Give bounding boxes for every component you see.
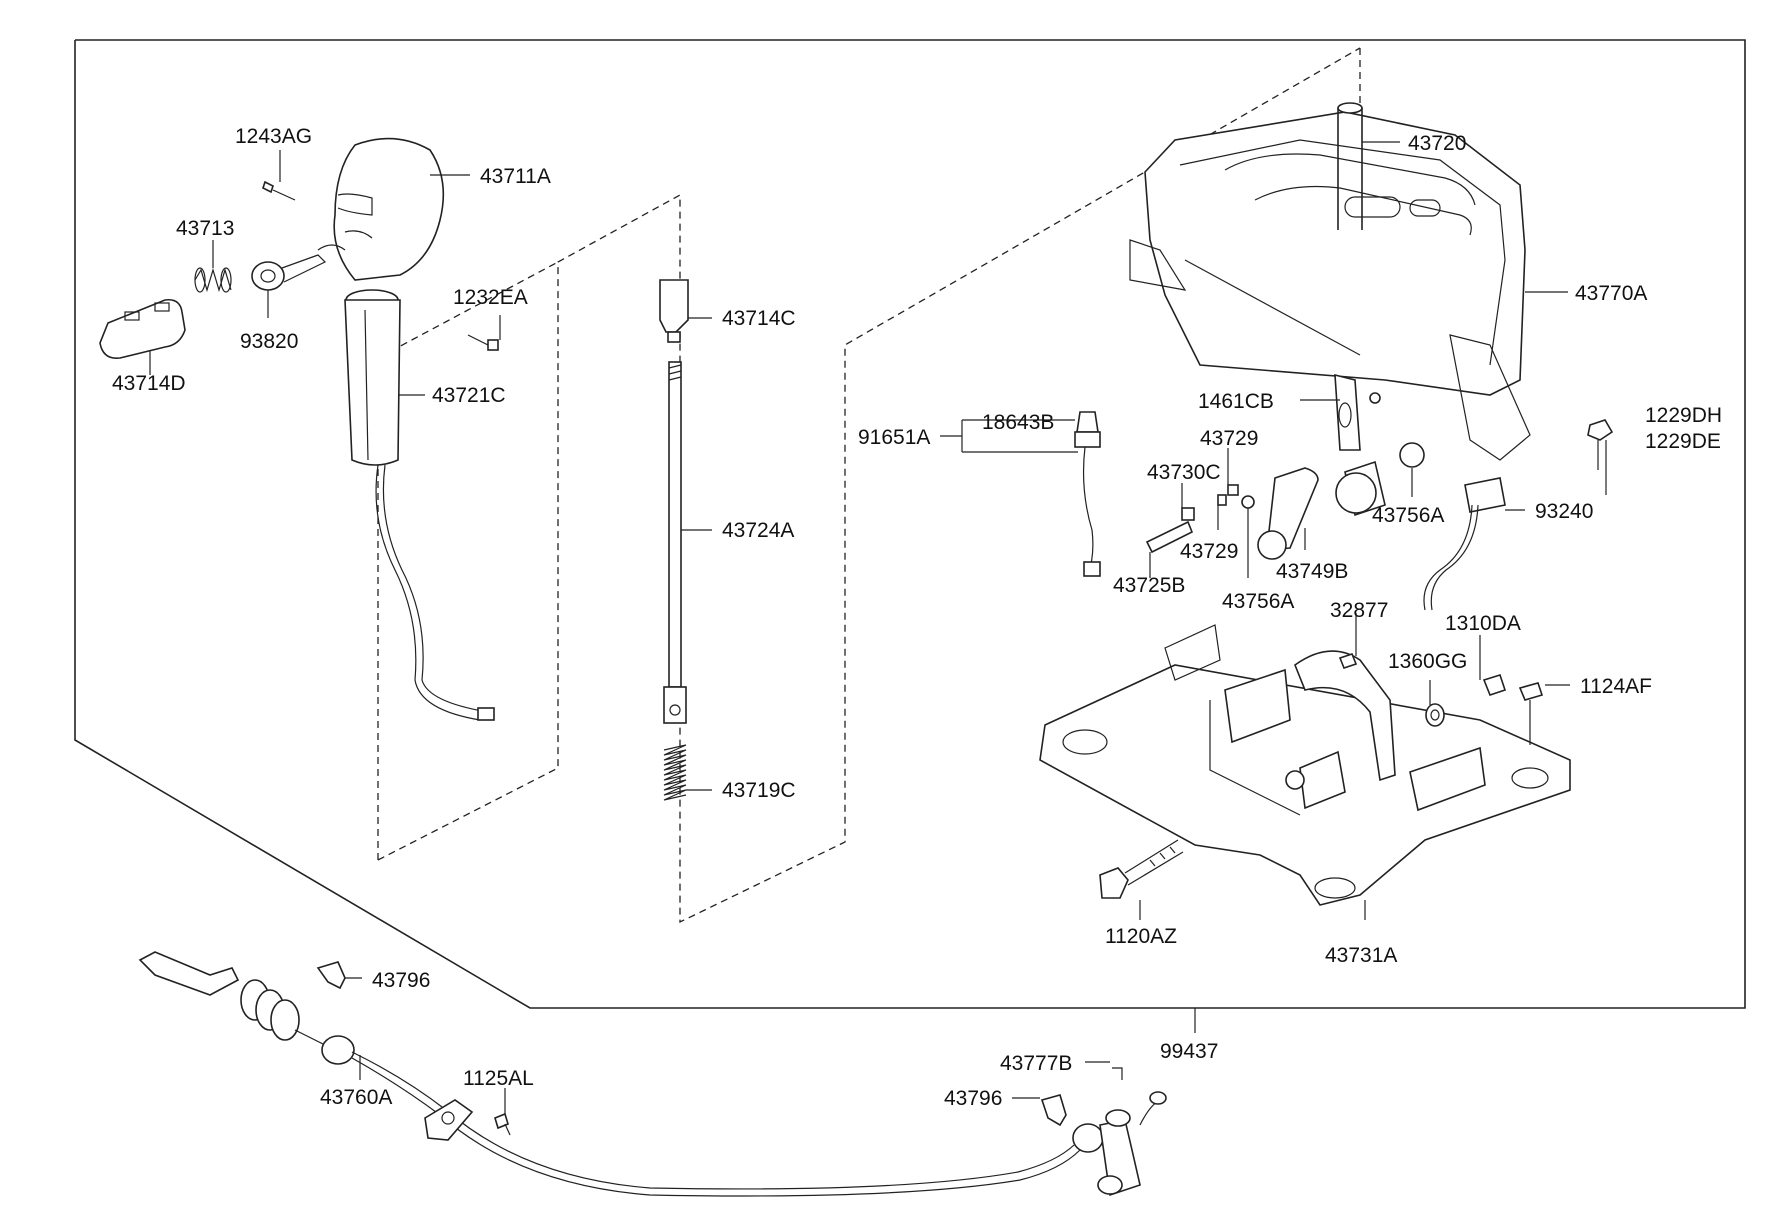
label-1124AF: 1124AF bbox=[1580, 675, 1652, 698]
lever-rod bbox=[663, 361, 687, 724]
label-93240: 93240 bbox=[1535, 500, 1593, 523]
label-43719C: 43719C bbox=[722, 779, 796, 802]
label-43796-b: 43796 bbox=[944, 1087, 1002, 1110]
label-43721C: 43721C bbox=[432, 384, 506, 407]
label-32877: 32877 bbox=[1330, 599, 1388, 622]
label-43749B: 43749B bbox=[1276, 560, 1348, 583]
label-43711A: 43711A bbox=[480, 165, 551, 188]
label-43777B: 43777B bbox=[1000, 1052, 1072, 1075]
label-43796-a: 43796 bbox=[372, 969, 430, 992]
lever-boot bbox=[344, 299, 401, 466]
label-43770A: 43770A bbox=[1575, 282, 1647, 305]
label-43725B: 43725B bbox=[1113, 574, 1185, 597]
housing-latch bbox=[1334, 373, 1381, 451]
screw-1243AG bbox=[262, 180, 296, 201]
knob-button bbox=[99, 298, 186, 360]
rod-tip bbox=[659, 279, 689, 343]
bushing-pins bbox=[1145, 442, 1425, 560]
label-43713: 43713 bbox=[176, 217, 234, 240]
bolt-1229 bbox=[1587, 419, 1614, 470]
small-fasteners bbox=[1338, 653, 1544, 745]
label-43714D: 43714D bbox=[112, 372, 186, 395]
label-43720: 43720 bbox=[1408, 132, 1466, 155]
screw-1232EA bbox=[467, 334, 499, 351]
label-1120AZ: 1120AZ bbox=[1105, 925, 1177, 948]
shift-lock-switch bbox=[1423, 477, 1506, 611]
label-43729-b: 43729 bbox=[1180, 540, 1238, 563]
label-43756A-a: 43756A bbox=[1372, 504, 1444, 527]
dashed-outlines bbox=[377, 47, 1361, 924]
label-43714C: 43714C bbox=[722, 307, 796, 330]
label-99437: 99437 bbox=[1160, 1040, 1218, 1063]
label-93820: 93820 bbox=[240, 330, 298, 353]
knob-spring bbox=[194, 267, 232, 293]
rod-spring bbox=[663, 744, 687, 801]
shift-cable bbox=[138, 951, 1167, 1197]
label-91651A: 91651A bbox=[858, 426, 930, 449]
label-1461CB: 1461CB bbox=[1198, 390, 1274, 413]
label-1229DH: 1229DH bbox=[1645, 404, 1722, 427]
base-bracket bbox=[1039, 624, 1571, 906]
label-1125AL: 1125AL bbox=[463, 1067, 534, 1090]
indicator-bulb bbox=[1074, 411, 1101, 577]
label-43730C: 43730C bbox=[1147, 461, 1221, 484]
part-labels: 1243AG 43711A 43713 1232EA 93820 43714D … bbox=[112, 125, 1722, 1110]
label-1232EA: 1232EA bbox=[453, 286, 528, 309]
label-43731A: 43731A bbox=[1325, 944, 1397, 967]
label-1229DE: 1229DE bbox=[1645, 430, 1721, 453]
select-shaft bbox=[1337, 102, 1363, 230]
bolt-1120AZ bbox=[1099, 839, 1184, 899]
assembly-outline bbox=[74, 39, 1746, 1009]
knob-wire bbox=[375, 464, 495, 721]
knob-lock-pin bbox=[251, 244, 346, 291]
indicator-housing bbox=[1129, 111, 1531, 461]
shift-knob bbox=[333, 137, 445, 311]
label-18643B: 18643B bbox=[982, 411, 1054, 434]
label-43756A-b: 43756A bbox=[1222, 590, 1294, 613]
label-43729-a: 43729 bbox=[1200, 427, 1258, 450]
label-43760A: 43760A bbox=[320, 1086, 392, 1109]
label-43724A: 43724A bbox=[722, 519, 794, 542]
label-1360GG: 1360GG bbox=[1388, 650, 1467, 673]
label-1243AG: 1243AG bbox=[235, 125, 312, 148]
cable-clips bbox=[316, 961, 1123, 1127]
label-1310DA: 1310DA bbox=[1445, 612, 1521, 635]
leader-lines bbox=[149, 141, 1607, 1114]
